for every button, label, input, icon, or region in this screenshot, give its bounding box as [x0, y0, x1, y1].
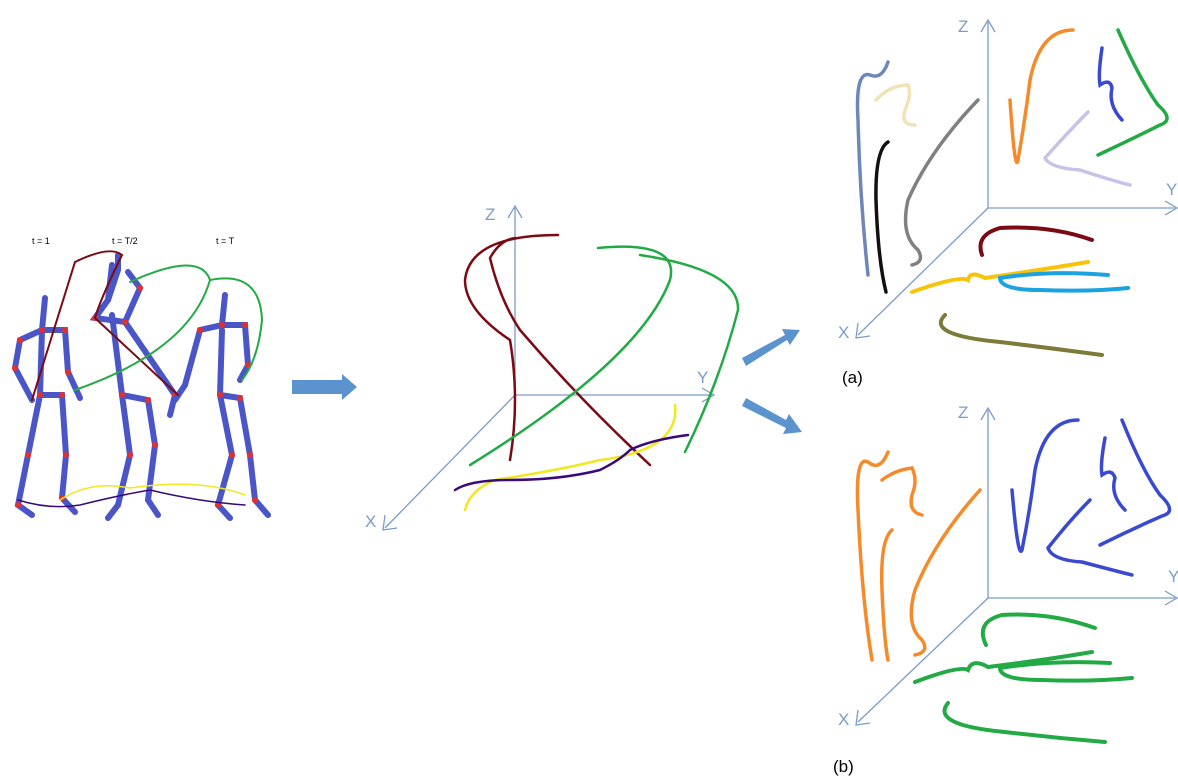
- y-axis-label: Y: [697, 368, 708, 387]
- panel-b-x-label: X: [838, 710, 849, 729]
- time-label-mid: t = T/2: [112, 236, 138, 246]
- panel-a-y-label: Y: [1166, 180, 1177, 199]
- x-axis-label: X: [365, 512, 376, 531]
- panel-a-x-label: X: [838, 323, 849, 342]
- panel-b-plot: Z Y X: [838, 403, 1178, 742]
- panel-a-label: (a): [842, 368, 863, 387]
- panel-a-plot: Z Y X: [838, 17, 1177, 355]
- skeleton-sequence: t = 1 t = T/2 t = T: [12, 236, 268, 518]
- panel-b-z-label: Z: [958, 403, 968, 422]
- time-label-start: t = 1: [32, 236, 50, 246]
- panel-b-y-label: Y: [1168, 567, 1178, 586]
- z-axis-label: Z: [485, 205, 495, 224]
- trajectory-3d-plot: Z Y X: [365, 205, 738, 531]
- flow-arrow-to-a: [742, 329, 800, 366]
- panel-b-label: (b): [833, 757, 854, 776]
- skeleton-t1: [12, 298, 80, 515]
- flow-arrow-right: [292, 374, 357, 400]
- skeleton-t-half: [92, 255, 178, 518]
- panel-a-z-label: Z: [958, 17, 968, 36]
- time-label-end: t = T: [216, 236, 235, 246]
- flow-arrow-to-b: [742, 398, 802, 434]
